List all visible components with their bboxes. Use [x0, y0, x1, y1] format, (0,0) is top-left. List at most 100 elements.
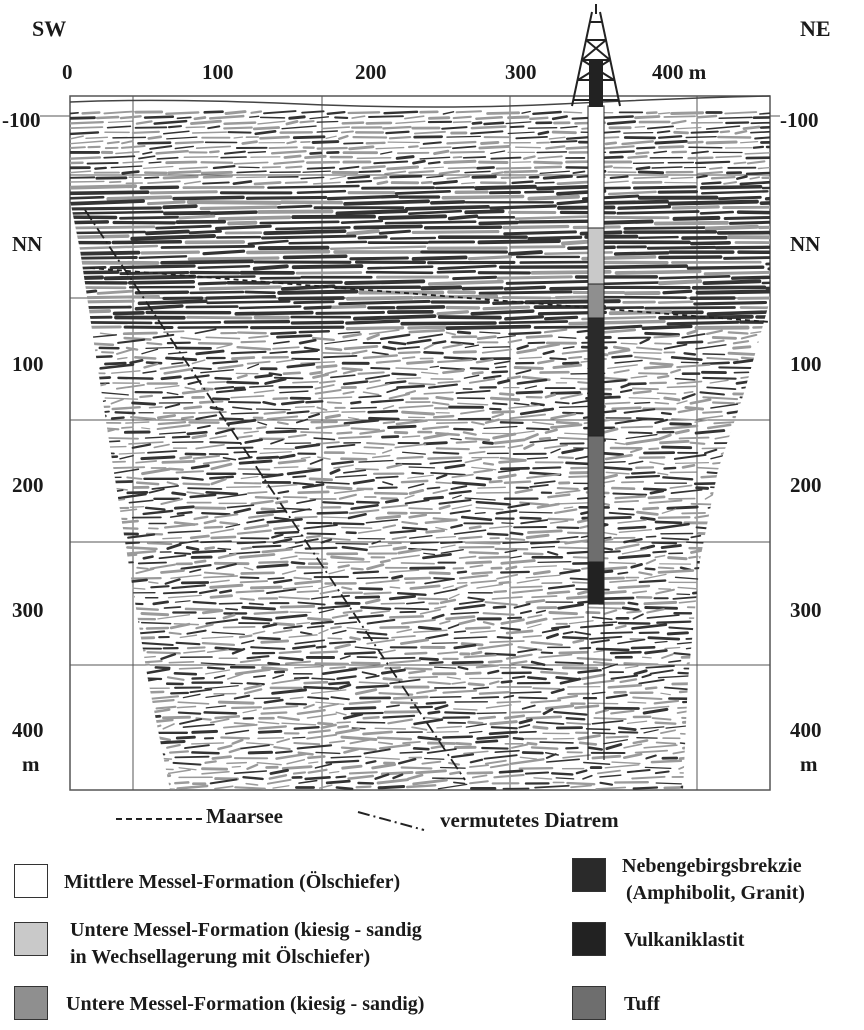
seismic-reflection-trace — [743, 750, 758, 755]
seismic-reflection-trace — [417, 735, 442, 741]
legend-label-untere-kiesig: Untere Messel-Formation (kiesig - sandig… — [66, 993, 425, 1015]
seismic-reflection-trace — [663, 466, 677, 470]
seismic-reflection-trace — [283, 535, 304, 539]
seismic-reflection-trace — [699, 185, 763, 190]
seismic-reflection-trace — [458, 535, 483, 540]
seismic-reflection-trace — [605, 471, 630, 475]
seismic-reflection-trace — [203, 571, 235, 576]
seismic-reflection-trace — [524, 299, 621, 305]
seismic-reflection-trace — [238, 553, 276, 559]
seismic-reflection-trace — [646, 125, 674, 130]
seismic-reflection-trace — [227, 401, 262, 404]
seismic-reflection-trace — [278, 596, 310, 600]
seismic-reflection-trace — [677, 705, 711, 709]
seismic-reflection-trace — [424, 518, 458, 525]
seismic-reflection-trace — [314, 384, 335, 390]
seismic-reflection-trace — [202, 609, 224, 615]
seismic-reflection-trace — [391, 372, 417, 377]
seismic-reflection-trace — [595, 786, 627, 790]
seismic-reflection-trace — [334, 643, 351, 650]
seismic-reflection-trace — [166, 392, 179, 396]
seismic-reflection-trace — [97, 687, 111, 692]
seismic-reflection-trace — [718, 779, 750, 786]
seismic-reflection-trace — [286, 140, 297, 145]
seismic-reflection-trace — [468, 730, 483, 734]
seismic-reflection-trace — [231, 706, 263, 710]
seismic-reflection-trace — [408, 466, 436, 469]
seismic-reflection-trace — [630, 646, 656, 650]
seismic-reflection-trace — [663, 115, 696, 118]
seismic-reflection-trace — [566, 781, 596, 786]
seismic-reflection-trace — [70, 618, 87, 624]
seismic-reflection-trace — [222, 613, 236, 620]
seismic-reflection-trace — [449, 770, 461, 776]
seismic-reflection-trace — [160, 652, 177, 661]
seismic-reflection-trace — [303, 571, 323, 575]
seismic-reflection-trace — [537, 359, 555, 365]
seismic-reflection-trace — [70, 468, 104, 474]
seismic-reflection-trace — [375, 475, 399, 479]
seismic-reflection-trace — [70, 429, 102, 433]
seismic-reflection-trace — [715, 245, 770, 250]
seismic-reflection-trace — [137, 299, 208, 306]
seismic-reflection-trace — [341, 367, 363, 372]
seismic-reflection-trace — [386, 388, 399, 394]
seismic-reflection-trace — [542, 174, 573, 180]
seismic-reflection-trace — [577, 590, 590, 596]
seismic-reflection-trace — [201, 635, 234, 640]
seismic-reflection-trace — [550, 625, 571, 630]
seismic-reflection-trace — [70, 613, 88, 620]
seismic-reflection-trace — [273, 376, 304, 380]
seismic-reflection-trace — [307, 696, 330, 700]
seismic-reflection-trace — [503, 169, 538, 174]
seismic-reflection-trace — [314, 763, 333, 769]
seismic-reflection-trace — [326, 194, 399, 201]
seismic-reflection-trace — [540, 651, 554, 654]
seismic-reflection-trace — [588, 635, 623, 640]
seismic-reflection-trace — [617, 553, 651, 560]
seismic-reflection-trace — [437, 264, 497, 271]
seismic-reflection-trace — [200, 161, 234, 164]
seismic-reflection-trace — [300, 176, 325, 180]
seismic-reflection-trace — [124, 578, 148, 584]
seismic-reflection-trace — [264, 377, 287, 385]
seismic-reflection-trace — [431, 613, 445, 620]
seismic-reflection-trace — [550, 140, 578, 144]
seismic-reflection-trace — [100, 719, 112, 724]
seismic-reflection-trace — [346, 627, 370, 631]
seismic-reflection-trace — [88, 748, 105, 754]
seismic-reflection-trace — [698, 685, 723, 690]
seismic-reflection-trace — [643, 729, 659, 734]
seismic-reflection-trace — [752, 115, 770, 119]
seismic-reflection-trace — [324, 346, 343, 352]
seismic-reflection-trace — [627, 701, 647, 704]
seismic-reflection-trace — [404, 667, 433, 671]
seismic-reflection-trace — [737, 676, 769, 680]
seismic-reflection-trace — [644, 573, 667, 580]
seismic-reflection-trace — [70, 361, 97, 365]
seismic-reflection-trace — [662, 476, 694, 481]
seismic-reflection-trace — [390, 701, 419, 705]
seismic-reflection-trace — [70, 299, 135, 304]
seismic-reflection-trace — [565, 717, 586, 721]
seismic-reflection-trace — [152, 333, 175, 339]
seismic-reflection-trace — [397, 346, 421, 350]
seismic-reflection-trace — [752, 721, 765, 726]
seismic-reflection-trace — [475, 506, 504, 511]
seismic-reflection-trace — [478, 555, 510, 559]
seismic-reflection-trace — [292, 135, 326, 140]
seismic-reflection-trace — [210, 462, 233, 471]
seismic-reflection-trace — [125, 729, 137, 735]
seismic-reflection-trace — [108, 180, 122, 184]
seismic-reflection-trace — [261, 473, 284, 479]
seismic-reflection-trace — [186, 629, 207, 635]
seismic-reflection-trace — [646, 245, 717, 250]
seismic-reflection-trace — [131, 443, 152, 449]
seismic-reflection-trace — [555, 420, 580, 425]
seismic-reflection-trace — [187, 256, 280, 261]
seismic-reflection-trace — [401, 356, 416, 360]
seismic-reflection-trace — [261, 166, 282, 169]
seismic-reflection-trace — [349, 636, 361, 641]
seismic-reflection-trace — [228, 747, 241, 754]
seismic-reflection-trace — [95, 579, 124, 585]
